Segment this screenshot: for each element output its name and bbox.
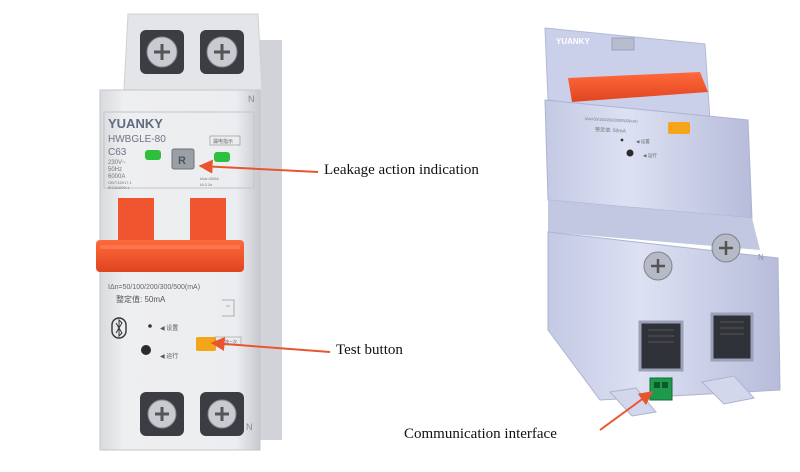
left-run-label: ◀ 运行 [160, 352, 178, 360]
left-test-side: 每月按一次 [217, 338, 237, 344]
left-setting: 整定值: 50mA [116, 294, 166, 304]
right-setting: 整定值: 50mA [595, 126, 627, 135]
right-neutral: N [758, 253, 764, 262]
leak-label: 漏电指示 [213, 138, 233, 145]
left-standard1: GB/T16917.1 [108, 180, 133, 185]
left-frequency: 50Hz [108, 167, 122, 173]
reset-window [171, 148, 195, 170]
comm-terminal [649, 377, 673, 401]
toggle-handle [96, 240, 244, 272]
left-rating: C63 [108, 147, 127, 158]
left-current-range: IΔn=50/100/200/300/500(mA) [108, 284, 200, 291]
left-capacity: 6000A [108, 174, 125, 180]
right-toggle-handle [568, 72, 708, 102]
callout-leakage: Leakage action indication [324, 162, 479, 178]
left-voltage: 230V~ [108, 160, 126, 166]
callout-test: Test button [336, 342, 403, 358]
leakage-arrow [198, 159, 319, 174]
leak-indicator-left [145, 150, 161, 160]
right-brand: YUANKY [556, 37, 590, 46]
right-run-label: ◀ 运行 [643, 152, 657, 159]
test-arrow [210, 336, 331, 353]
callout-comm: Communication interface [404, 426, 557, 442]
leak-indicator-right [214, 152, 230, 162]
comm-port-right [710, 312, 754, 362]
comm-arrow [599, 391, 654, 431]
left-brand: YUANKY [108, 116, 163, 131]
right-current-range: IΔn=50/100/200/300/500(mA) [585, 116, 638, 124]
left-model: HWBGLE-80 [108, 134, 166, 145]
right-setup-label: ◀ 设置 [636, 138, 650, 145]
left-small2: IΔ 0.2s [200, 182, 212, 187]
right-breaker: YUANKY IΔn=50/100/200/300/500(mA) 整定值: 5… [544, 27, 781, 417]
left-neutral-top: N [248, 94, 255, 104]
led-dot [141, 345, 151, 355]
left-small1: IΔm=500A [200, 176, 219, 181]
bluetooth-icon [111, 317, 127, 339]
left-breaker: YUANKY HWBGLE-80 C63 230V~ 50Hz 6000A GB… [96, 13, 282, 451]
left-neutral-bottom: N [246, 422, 253, 432]
reset-letter: R [178, 155, 186, 167]
right-test-button [668, 122, 690, 134]
left-setup-label: ◀ 设置 [160, 324, 178, 332]
left-standard2: IEC61009-1 [108, 185, 130, 190]
comm-port-left [638, 320, 684, 372]
